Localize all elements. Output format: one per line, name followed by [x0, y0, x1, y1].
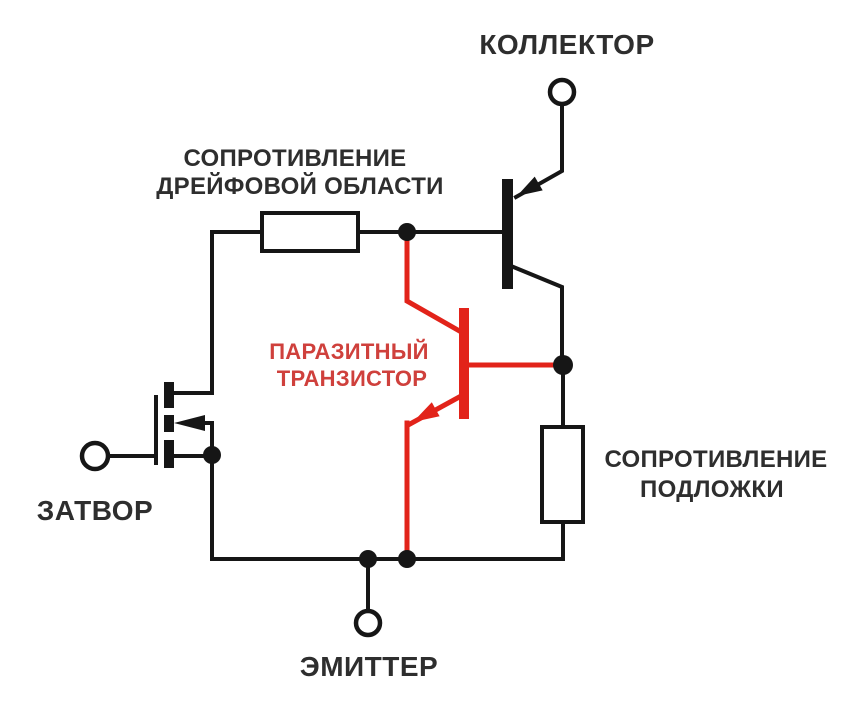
mosfet-channel-segment-bottom [164, 440, 174, 468]
parasitic-transistor-label-line2: ТРАНЗИСТОР [277, 366, 428, 391]
parasitic-transistor-label-line1: ПАРАЗИТНЫЙ [269, 339, 429, 364]
mosfet-channel-segment-top [164, 382, 174, 408]
left-rail-to-drain-wire [171, 230, 214, 395]
collector-lead-wire [513, 102, 564, 200]
junction-dot-base-node [553, 355, 573, 375]
mosfet-body-wire [202, 421, 214, 457]
junction-dot-parasitic-emitter-node [398, 550, 416, 568]
drift-resistance-label-line2: ДРЕЙФОВОЙ ОБЛАСТИ [156, 172, 443, 200]
junction-dot-emitter-node [359, 550, 377, 568]
mosfet-channel-segment-middle [164, 415, 174, 432]
collector-terminal-icon [547, 77, 577, 107]
pnp-collector-wire [508, 263, 564, 367]
gate-terminal-icon [79, 440, 111, 472]
terminals [79, 77, 577, 638]
mosfet-symbol [105, 382, 214, 468]
gate-label: ЗАТВОР [37, 495, 153, 526]
mosfet-body-arrow-icon [174, 415, 205, 431]
bottom-rail-wire [210, 453, 565, 561]
pnp-transistor-symbol [502, 176, 543, 289]
black-wiring [105, 102, 565, 613]
parasitic-transistor-bar [459, 308, 469, 419]
substrate-resistor [540, 425, 585, 524]
junction-dot-drift-node [398, 223, 416, 241]
junction-dots [203, 223, 573, 568]
pnp-transistor-bar [502, 179, 513, 289]
substrate-resistance-label-line1: СОПРОТИВЛЕНИЕ [605, 446, 828, 473]
drift-resistance-label-line1: СОПРОТИВЛЕНИЕ [184, 145, 407, 172]
junction-dot-source-node [203, 446, 221, 464]
emitter-label: ЭМИТТЕР [300, 651, 438, 682]
drift-region-resistor [260, 211, 360, 253]
parasitic-npn-transistor-symbol [404, 233, 561, 559]
collector-label: КОЛЛЕКТОР [479, 29, 654, 60]
parasitic-emitter-arrow-icon [413, 402, 440, 422]
emitter-terminal-icon [353, 608, 383, 638]
parasitic-collector-wire [404, 233, 467, 337]
substrate-resistance-label-line2: ПОДЛОЖКИ [640, 476, 784, 503]
pnp-emitter-arrow-icon [517, 176, 543, 196]
